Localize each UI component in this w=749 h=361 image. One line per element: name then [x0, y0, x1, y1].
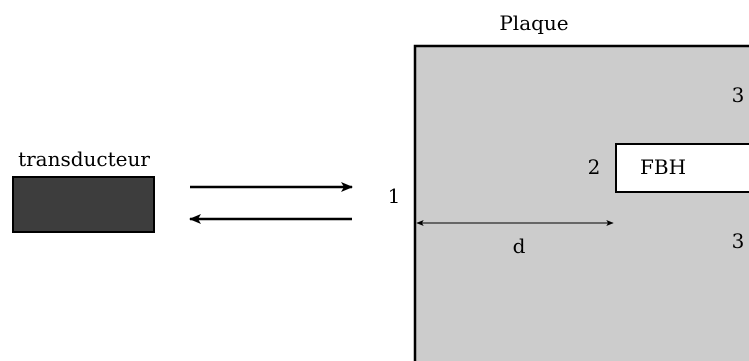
plate-label: Plaque	[499, 11, 568, 35]
point-2-label: 2	[588, 155, 601, 179]
transducer	[12, 176, 155, 233]
plate	[413, 44, 749, 361]
transducer-label: transducteur	[18, 147, 150, 171]
point-3-bottom-label: 3	[732, 229, 745, 253]
point-3-top-label: 3	[732, 83, 745, 107]
distance-d-label: d	[513, 234, 526, 258]
fbh-defect	[615, 143, 749, 193]
fbh-label: FBH	[640, 155, 686, 179]
point-1-label: 1	[388, 184, 401, 208]
